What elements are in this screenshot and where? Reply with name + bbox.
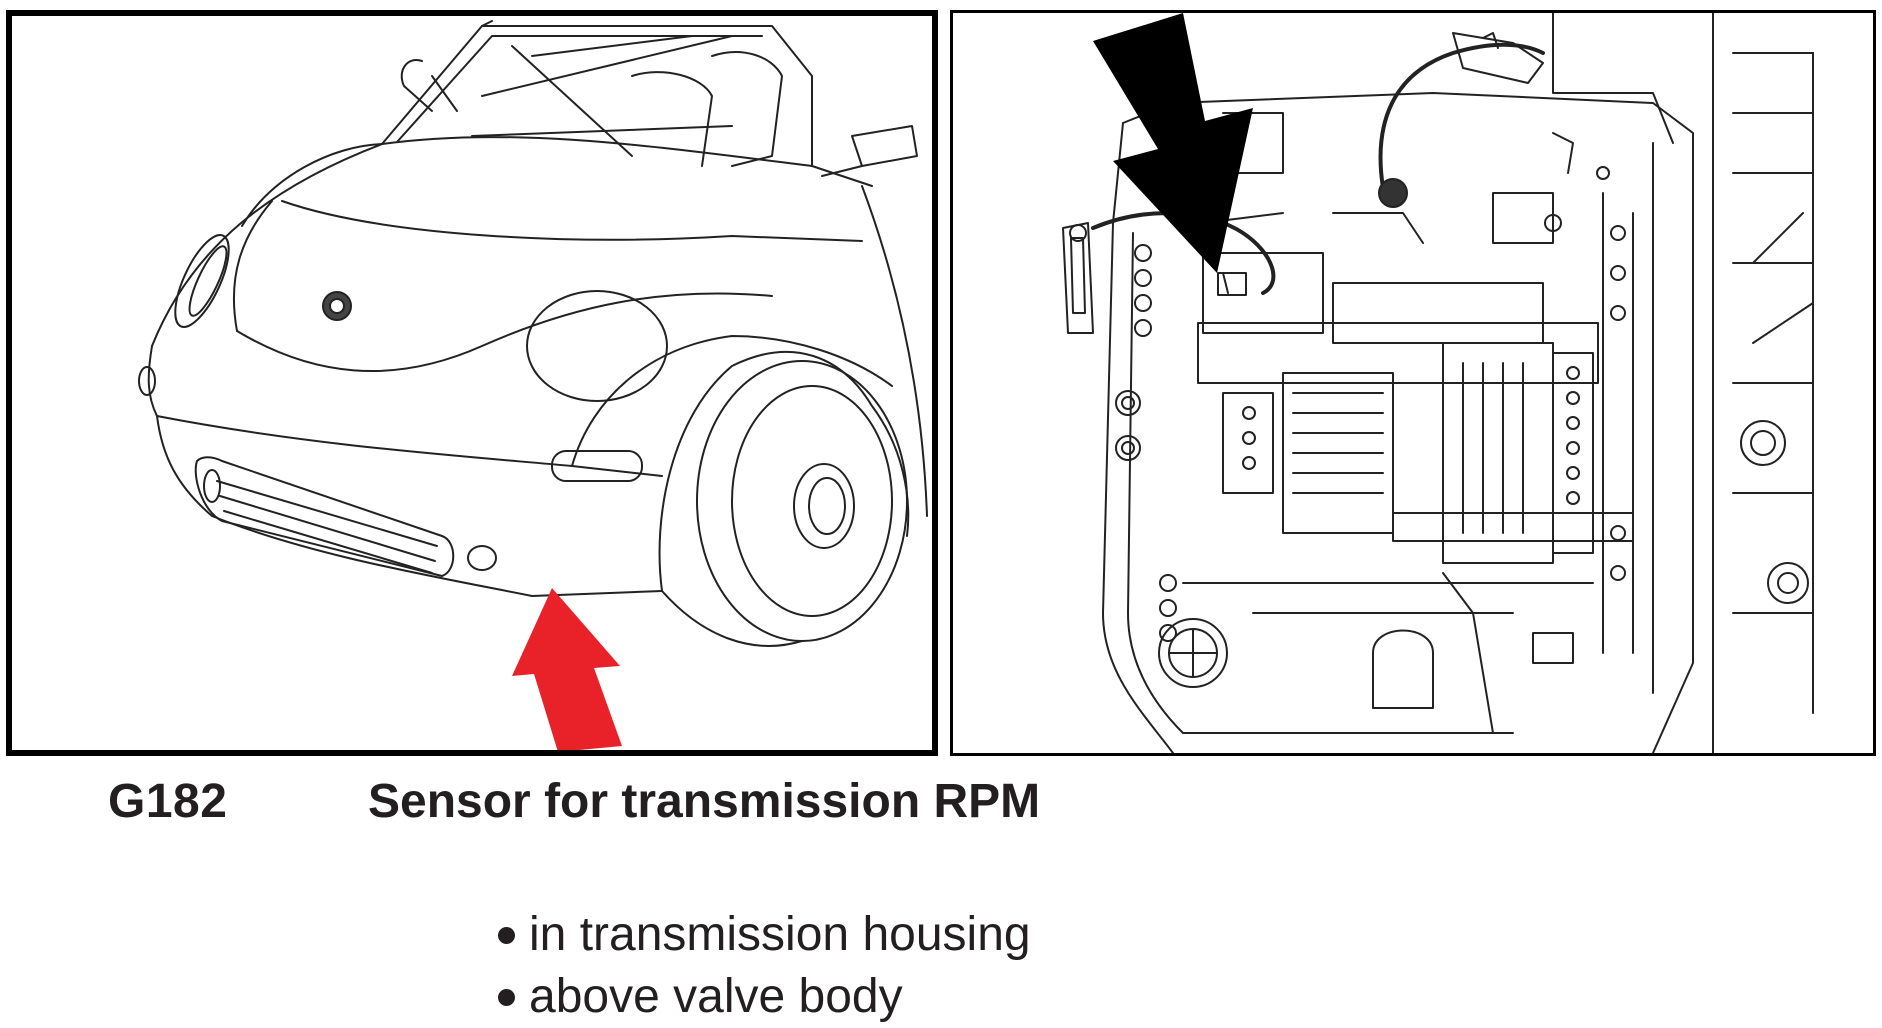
component-code: G182 xyxy=(108,775,228,828)
location-bullet-list: in transmission housing above valve body xyxy=(498,904,1031,1028)
transmission-valve-body-drawing xyxy=(1062,13,1814,753)
bullet-text: above valve body xyxy=(529,970,903,1023)
car-front-drawing xyxy=(138,20,928,647)
list-item: in transmission housing xyxy=(498,904,1031,966)
red-arrow-icon xyxy=(512,588,622,750)
bullet-icon xyxy=(498,988,515,1006)
list-item: above valve body xyxy=(498,966,1031,1028)
bullet-text: in transmission housing xyxy=(529,908,1031,961)
transmission-illustration-panel xyxy=(950,10,1876,756)
component-title: Sensor for transmission RPM xyxy=(368,775,1041,828)
black-arrow-icon xyxy=(1093,13,1253,273)
car-illustration-panel xyxy=(6,10,938,756)
bullet-icon xyxy=(498,926,515,944)
